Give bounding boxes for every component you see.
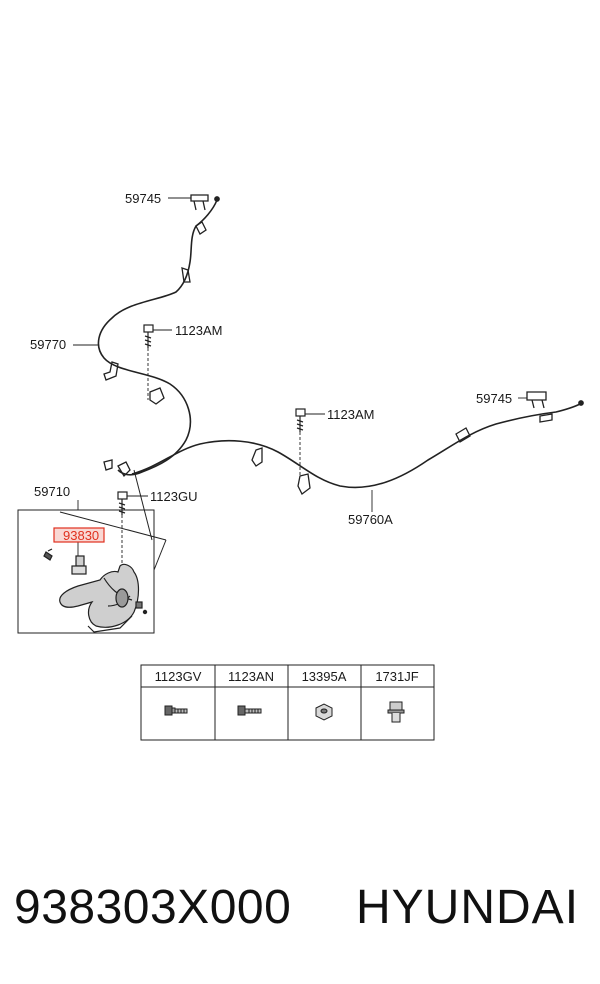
callout-93830: 93830 bbox=[63, 528, 99, 543]
bolt-flanged-icon bbox=[164, 705, 188, 716]
footer-brand: HYUNDAI bbox=[356, 881, 580, 934]
footer-part-number: 938303X000 bbox=[14, 881, 292, 934]
legend-table: 1123GV 1123AN 13395A 1731JF bbox=[140, 664, 435, 741]
callout-1123am-lower: 1123AM bbox=[327, 407, 374, 422]
bolt-1123am-lower-icon bbox=[295, 408, 306, 432]
bolt-long-icon bbox=[237, 705, 262, 716]
lever-assembly-box bbox=[17, 469, 167, 634]
cable-fittings bbox=[103, 194, 584, 495]
callout-59770: 59770 bbox=[30, 337, 66, 352]
legend-header-3: 13395A bbox=[302, 669, 347, 684]
callout-1123gu: 1123GU bbox=[150, 489, 197, 504]
screw-small-icon bbox=[43, 548, 53, 561]
legend-header-4: 1731JF bbox=[375, 669, 418, 684]
highlight-box bbox=[53, 527, 105, 543]
hex-nut-icon bbox=[315, 703, 333, 721]
callout-59745-top: 59745 bbox=[125, 191, 161, 206]
callout-59710: 59710 bbox=[34, 484, 70, 499]
legend-header-1: 1123GV bbox=[155, 669, 202, 684]
front-cable bbox=[97, 199, 220, 476]
callout-1123am-upper: 1123AM bbox=[175, 323, 222, 338]
bolt-1123am-upper-icon bbox=[143, 324, 154, 348]
rear-cable bbox=[131, 403, 581, 489]
bolt-1123gu-icon bbox=[117, 491, 128, 515]
callout-59760a: 59760A bbox=[348, 512, 393, 527]
clip-fastener-icon bbox=[387, 701, 405, 723]
leader-lines bbox=[73, 197, 527, 572]
callout-59745-right: 59745 bbox=[476, 391, 512, 406]
legend-header-2: 1123AN bbox=[228, 669, 274, 684]
parking-brake-lever-icon bbox=[43, 548, 148, 633]
